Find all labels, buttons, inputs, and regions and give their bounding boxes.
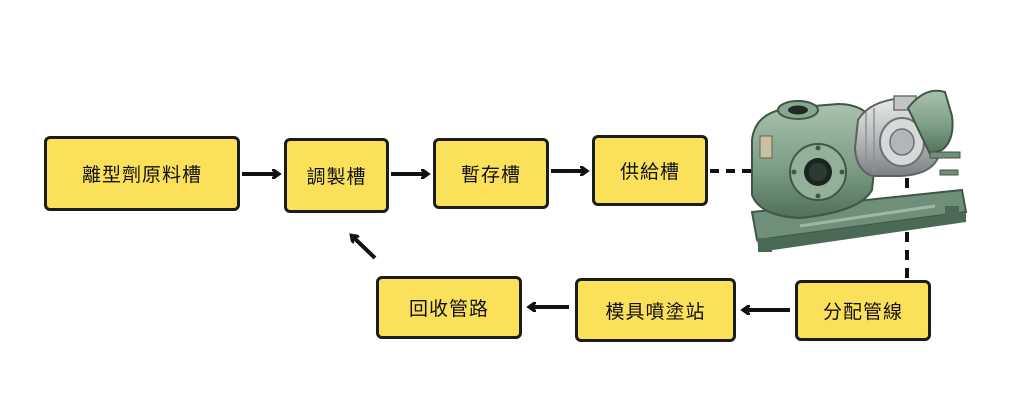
node-raw-tank: 離型劑原料槽 — [44, 136, 240, 211]
node-supply-tank: 供給槽 — [592, 135, 708, 206]
node-distribution: 分配管線 — [795, 280, 931, 341]
pump-motor-unit-illustration — [750, 89, 968, 252]
node-temp-tank: 暫存槽 — [433, 138, 549, 209]
node-mix-tank: 調製槽 — [284, 138, 389, 213]
node-spray-station: 模具噴塗站 — [575, 278, 736, 342]
arrow-return-to-mix — [352, 236, 377, 260]
node-return-pipe: 回收管路 — [376, 276, 522, 339]
